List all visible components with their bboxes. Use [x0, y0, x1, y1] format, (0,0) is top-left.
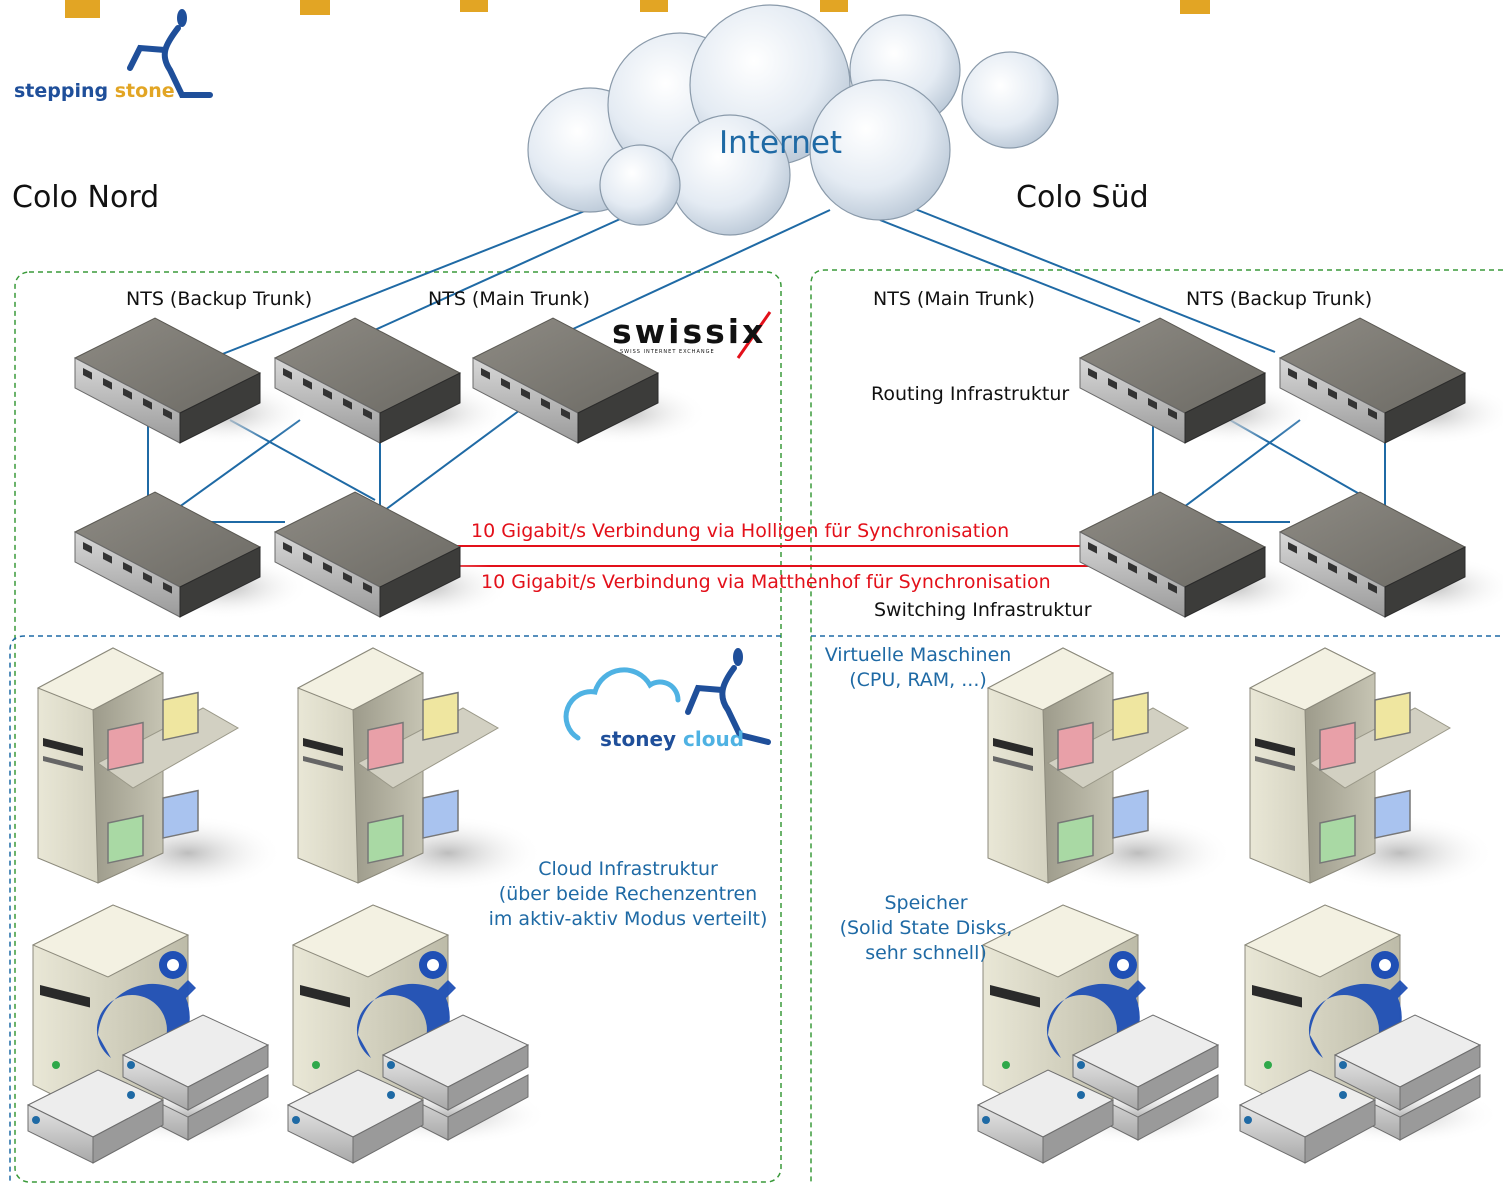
zone-nord-network	[14, 271, 782, 1183]
vm-server-sued-1	[987, 647, 1234, 892]
trunk-label-nord-backup: NTS (Backup Trunk)	[126, 288, 313, 310]
cloud-infra-line-1: Cloud Infrastruktur	[538, 858, 718, 880]
vm-label: Virtuelle Maschinen (CPU, RAM, ...)	[817, 643, 1019, 693]
storage-server-nord-1	[27, 904, 289, 1164]
zone-cloud-nord	[9, 635, 781, 1182]
vm-server-nord-2	[297, 647, 544, 892]
sync-links	[448, 545, 1103, 567]
cloud-text: cloud	[683, 727, 745, 751]
stepping-text: stepping	[14, 80, 109, 102]
storage-line-2: (Solid State Disks,	[839, 917, 1013, 939]
stepping-stone-logo-figure	[127, 9, 213, 98]
site-label-sued: Colo Süd	[1016, 180, 1149, 215]
trunk-label-sued-main: NTS (Main Trunk)	[873, 288, 1035, 310]
switching-label: Switching Infrastruktur	[874, 599, 1092, 621]
switch-nord-access-2	[274, 491, 511, 620]
sync-link-holligen-label: 10 Gigabit/s Verbindung via Holligen für…	[471, 520, 1010, 542]
trunk-label-sued-backup: NTS (Backup Trunk)	[1186, 288, 1373, 310]
cloud-infra-line-3: im aktiv-aktiv Modus verteilt)	[488, 908, 768, 930]
internet-cloud	[527, 4, 1059, 236]
uplinks	[219, 204, 1276, 356]
storage-line-3: sehr schnell)	[865, 942, 987, 964]
storage-server-nord-2	[287, 904, 549, 1164]
routing-label: Routing Infrastruktur	[871, 383, 1070, 405]
trunk-label-nord-main: NTS (Main Trunk)	[428, 288, 590, 310]
switch-sued-backup	[1279, 317, 1503, 446]
vm-server-nord-1	[37, 647, 284, 892]
vm-line-1: Virtuelle Maschinen	[824, 644, 1012, 666]
vm-server-sued-2	[1249, 647, 1496, 892]
swissix-slash	[736, 311, 772, 359]
vm-line-2: (CPU, RAM, ...)	[849, 669, 987, 691]
zone-sued-network	[810, 269, 1503, 1182]
switch-sued-access-2	[1279, 491, 1503, 620]
stoney-cloud-logo: stoney cloud	[600, 727, 744, 751]
storage-server-sued-2	[1239, 904, 1501, 1164]
stepping-stone-logo: stepping stone	[14, 80, 175, 102]
internet-label: Internet	[719, 125, 843, 161]
stoney-text: stoney	[600, 727, 677, 751]
cloud-infra-line-2: (über beide Rechenzentren	[498, 883, 758, 905]
site-label-nord: Colo Nord	[12, 180, 160, 215]
swissix-logo: swissix	[612, 312, 767, 351]
stone-text: stone	[114, 80, 175, 102]
header-fragment	[65, 0, 1210, 18]
storage-line-1: Speicher	[884, 892, 968, 914]
sync-link-matthenhof-label: 10 Gigabit/s Verbindung via Matthenhof f…	[481, 571, 1051, 593]
stoney-cloud-logo-graphic	[563, 648, 771, 745]
storage-label: Speicher (Solid State Disks, sehr schnel…	[830, 891, 1022, 966]
cloud-infra-label: Cloud Infrastruktur (über beide Rechenze…	[478, 857, 778, 932]
swissix-subtitle: SWISS INTERNET EXCHANGE	[620, 349, 715, 355]
